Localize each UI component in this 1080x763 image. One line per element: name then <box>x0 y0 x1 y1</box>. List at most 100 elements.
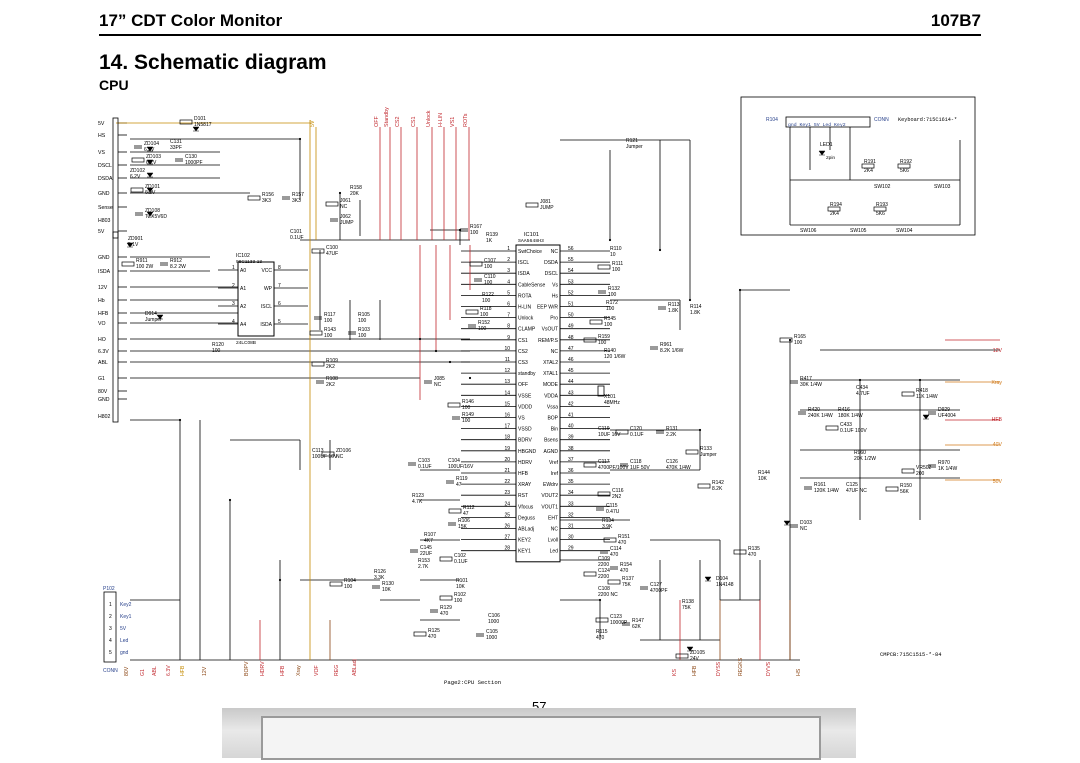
ic102-pin-number: 2 <box>232 283 235 289</box>
capacitor-symbol <box>134 145 142 149</box>
component-ref: ZD101 <box>145 184 160 190</box>
junction-dot <box>448 360 452 364</box>
keyboard-resistor-ref: R192 <box>900 159 912 165</box>
component-value: 8.2 2W <box>170 264 186 270</box>
keyboard-resistor-ref: R194 <box>830 202 842 208</box>
ic101-pin-number: 12 <box>504 368 510 374</box>
resistor-symbol <box>597 491 611 497</box>
keyboard-switch-label: SW104 <box>896 228 913 234</box>
component-ref: R137 <box>622 576 634 582</box>
component-ref: R416 <box>838 407 850 413</box>
bottom-net-label: DYSS <box>716 661 722 676</box>
component-ref: R126 <box>374 569 386 575</box>
component-ref: R130 <box>382 581 394 587</box>
component-value: 470 <box>748 552 757 558</box>
ic101-pin-number: 43 <box>568 390 574 396</box>
keyboard-switch-label: SW106 <box>800 228 817 234</box>
component-value: 470 <box>620 568 629 574</box>
capacitor-symbol <box>348 331 356 335</box>
ic101-pin-name: VDDA <box>544 393 559 399</box>
component-ref: R157 <box>292 192 304 198</box>
ic101-pin-name: KEY1 <box>518 549 531 555</box>
right-net-label: 50V <box>993 479 1003 485</box>
connector-p102 <box>103 591 117 663</box>
keyboard-connector-ref: R104 <box>766 117 778 123</box>
capacitor-symbol <box>650 346 658 350</box>
keyboard-led-note: 2pin <box>826 155 835 161</box>
ic101-pin-name: MODE <box>543 382 559 388</box>
component-value: 1.8K <box>690 310 701 316</box>
component-ref: R118 <box>480 306 492 312</box>
left-signal-label: HFB <box>98 311 109 317</box>
keyboard-resistor-symbol <box>827 206 841 212</box>
left-signal-label: GND <box>98 255 110 261</box>
component-value: 100 <box>482 298 491 304</box>
resistor-symbol <box>597 264 611 270</box>
left-signal-label: VS <box>98 150 105 156</box>
component-value: 47 <box>463 511 469 517</box>
ic101-pin-number: 49 <box>568 324 574 330</box>
bottom-net-label: KS <box>672 669 678 676</box>
capacitor-symbol <box>622 622 630 626</box>
component-value: 2K2 <box>326 382 335 388</box>
ic101-pin-number: 45 <box>568 368 574 374</box>
left-signal-label: 12V <box>98 285 108 291</box>
component-ref: R139 <box>486 232 498 238</box>
junction-dot <box>688 298 692 302</box>
capacitor-symbol <box>658 306 666 310</box>
junction-dot <box>608 238 612 242</box>
left-signal-label: DSCL <box>98 163 112 169</box>
ic101-pin-number: 34 <box>568 490 574 496</box>
left-signal-label: ABL <box>98 360 108 366</box>
footer-caption: Page2:CPU Section <box>444 679 501 686</box>
component-ref: R105 <box>358 312 370 318</box>
ic101-pin-name: EWdrv <box>543 482 559 488</box>
capacitor-symbol <box>928 464 936 468</box>
junction-dot <box>858 378 862 382</box>
component-ref: J085 <box>434 376 445 382</box>
resistor-symbol <box>885 486 899 492</box>
component-value: 100UF/16V <box>448 464 474 470</box>
component-value: 470 <box>610 552 619 558</box>
component-value: 100 <box>324 318 333 324</box>
ic101-pin-number: 28 <box>504 546 510 552</box>
component-ref: R418 <box>916 388 928 394</box>
ic101-pin-name: KEY2 <box>518 538 531 544</box>
ic101-pin-name: Pro <box>550 316 558 322</box>
component-value: JUMP <box>540 205 554 211</box>
junction-dot <box>788 338 792 342</box>
resistor-symbol <box>439 595 453 601</box>
resistor-symbol <box>179 119 193 125</box>
ic102-part: 98C1133-13 <box>236 259 262 265</box>
bottom-net-label: ABLadj <box>352 659 358 676</box>
component-value: 100 <box>358 318 367 324</box>
component-value: 1K <box>486 238 493 244</box>
component-value: 24V <box>690 656 700 662</box>
component-value: 10000P <box>610 620 628 626</box>
junction-dot <box>338 191 342 195</box>
resistor-symbol <box>465 309 479 315</box>
ic101-pin-number: 21 <box>504 468 510 474</box>
ic101-pin-number: 31 <box>568 524 574 530</box>
keyboard-resistor-symbol <box>897 163 911 169</box>
capacitor-symbol <box>468 324 476 328</box>
component-value: 2N2 <box>612 494 621 500</box>
p102-pin-number: 3 <box>109 626 112 632</box>
bottom-net-label: 12V <box>202 666 208 676</box>
left-signal-label: G1 <box>98 376 105 382</box>
ic101-pin-name: Vref <box>549 460 559 466</box>
bottom-net-label: VOF <box>314 665 320 676</box>
ic101-pin-name: ROTA <box>518 293 532 299</box>
keyboard-connector-pins: gnd Key1 5V Led Key2 <box>788 122 846 128</box>
diode-symbol <box>126 242 134 248</box>
component-value: 1000 <box>488 619 499 625</box>
component-ref: R114 <box>690 304 702 310</box>
p102-pin-name: Led <box>120 638 129 644</box>
component-ref: C127 <box>650 582 662 588</box>
component-ref: R140 <box>604 348 616 354</box>
junction-dot <box>434 349 438 353</box>
ic101-pin-number: 2 <box>507 257 510 263</box>
component-ref: R147 <box>632 618 644 624</box>
component-value: 100 <box>470 230 479 236</box>
ic101-pin-number: 40 <box>568 424 574 430</box>
